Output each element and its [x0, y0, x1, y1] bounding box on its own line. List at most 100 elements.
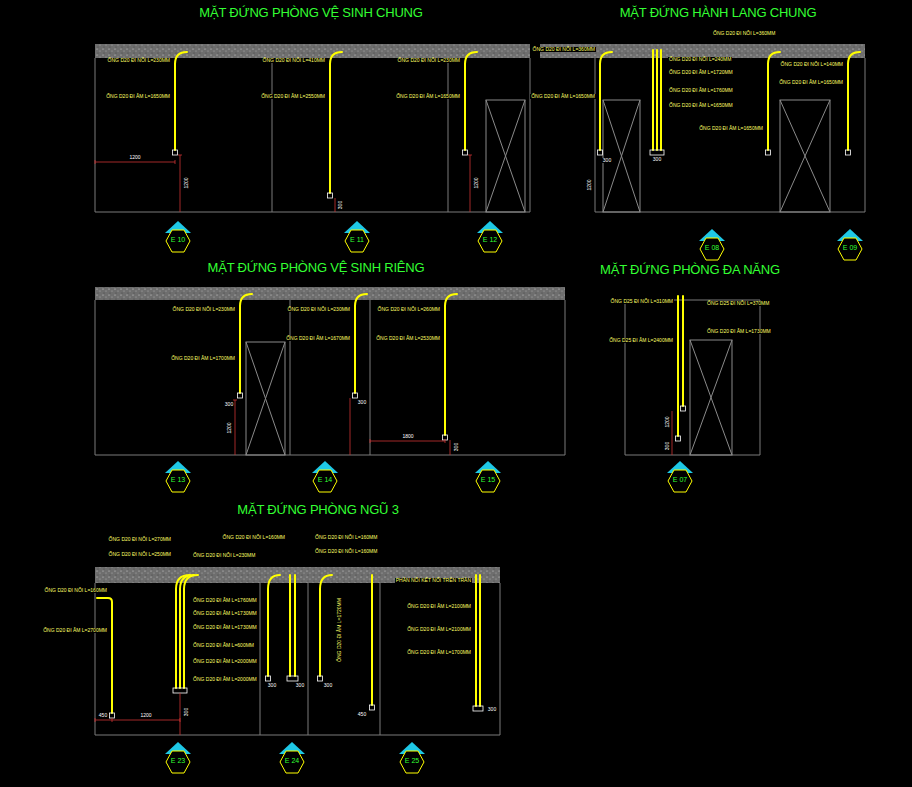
drawing-stroke [335, 198, 336, 212]
dimension-text: 450 [357, 712, 367, 717]
view-title: MẶT ĐỨNG PHÒNG NGŨ 3 [236, 503, 399, 516]
drawing-stroke [240, 294, 252, 393]
drawing-stroke [95, 583, 500, 735]
conduit-note: ỐNG D25 ĐI NỔI L=310MM [610, 299, 674, 304]
drawing-stroke [603, 100, 640, 212]
view-title: MẶT ĐỨNG HÀNH LANG CHUNG [619, 6, 818, 19]
dimension-text: 1800 [401, 434, 414, 439]
conduit-note: ỐNG D20 ĐI ÂM L=1720MM [668, 70, 734, 75]
conduit-note: ỐNG D20 ĐI NỔI L=230MM [172, 307, 236, 312]
conduit-note: ỐNG D20 ĐI ÂM L=1650MM [530, 94, 596, 99]
drawing-stroke [603, 100, 640, 212]
conduit-note: ỐNG D20 ĐI ÂM L=1650MM [778, 80, 844, 85]
callout-hexagon [700, 238, 724, 260]
conduit-note: ỐNG D25 ĐI NỔI L=370MM [706, 301, 770, 306]
callout-hexagon [166, 470, 190, 492]
callout-number: E 23 [165, 757, 191, 764]
drawing-stroke [486, 100, 525, 212]
drawing-stroke [173, 688, 187, 693]
conduit-note: ỐNG D20 ĐI ÂM L=1700MM [406, 650, 472, 655]
drawing-stroke [173, 150, 178, 155]
conduit-note: ỐNG D20 ĐI NỔI L=240MM [668, 57, 732, 62]
dimension-text: 450 [98, 713, 108, 718]
callout-hexagon [280, 751, 304, 773]
conduit-line [97, 50, 860, 713]
conduit-note: ỐNG D20 ĐI ÂM L=2700MM [42, 628, 108, 633]
drawing-stroke [598, 150, 603, 155]
dimension-text: 1200 [128, 155, 141, 160]
callout-number: E 08 [699, 244, 725, 251]
drawing-stroke [290, 300, 370, 455]
conduit-note: ỐNG D20 ĐI ÂM L=1760MM [192, 598, 258, 603]
conduit-note: ỐNG D20 ĐI NỔI L=160MM [222, 535, 286, 540]
section-callout: E 11 [344, 221, 370, 253]
section-callout: E 10 [165, 221, 191, 253]
dimension-text: 300 [487, 707, 497, 712]
drawing-stroke [766, 150, 771, 155]
drawing-stroke [846, 150, 851, 155]
drawing-stroke [463, 150, 468, 155]
callout-number: E 12 [477, 236, 503, 243]
dimension-text: 300 [295, 683, 305, 688]
callout-number: E 07 [667, 476, 693, 483]
conduit-note: ỐNG D20 ĐI ÂM L=2000MM [192, 677, 258, 682]
conduit-note: ỐNG D20 ĐI NỔI L=230MM [192, 553, 256, 558]
door-symbol [246, 100, 830, 455]
drawing-stroke [450, 440, 451, 455]
dimension-text: 300 [184, 707, 189, 717]
drawing-stroke [625, 300, 760, 455]
wall-outline [95, 58, 865, 735]
drawing-stroke [95, 718, 180, 722]
callout-hexagon [345, 230, 369, 252]
drawing-stroke [320, 575, 332, 676]
callout-number: E 13 [165, 476, 191, 483]
callout-hexagon [668, 470, 692, 492]
conduit-note: ỐNG D20 ĐI ÂM L=2000MM [192, 659, 258, 664]
ceiling-slab [95, 44, 865, 583]
callout-hexagon [400, 751, 424, 773]
section-callout: E 24 [279, 742, 305, 774]
drawing-stroke [690, 340, 732, 455]
callout-hexagon [476, 470, 500, 492]
drawing-stroke [473, 706, 483, 711]
drawing-stroke [318, 676, 323, 681]
callout-number: E 24 [279, 757, 305, 764]
conduit-note: ỐNG D20 ĐI NỔI L=230MM [107, 58, 171, 63]
drawing-stroke [476, 575, 480, 706]
conduit-note: ỐNG D20 ĐI ÂM L=1730MM [192, 625, 258, 630]
drawing-stroke [238, 393, 243, 398]
section-callout: E 25 [399, 742, 425, 774]
drawing-stroke [768, 52, 780, 150]
drawing-stroke [95, 300, 565, 455]
conduit-note: ỐNG D20 ĐI ÂM L=1700MM [170, 356, 236, 361]
drawing-stroke [676, 436, 681, 441]
drawing-stroke [465, 52, 477, 150]
drawing-stroke [290, 575, 295, 676]
drawing-stroke [653, 50, 661, 150]
conduit-note: PHẦN NỐI KẾT NỐI TRÊN TRẦN [395, 578, 472, 583]
callout-hexagon [166, 751, 190, 773]
conduit-note: ỐNG D20 ĐI ÂM L=1760MM [668, 88, 734, 93]
section-callout: E 08 [699, 229, 725, 261]
drawing-stroke [445, 294, 457, 435]
dimension-text: 1200 [139, 713, 152, 718]
section-callout: E 14 [312, 461, 338, 493]
view-title: MẶT ĐỨNG PHÒNG VỆ SINH CHUNG [198, 6, 423, 19]
callout-number: E 11 [344, 236, 370, 243]
conduit-note: ỐNG D20 ĐI NỔI L=250MM [108, 552, 172, 557]
section-callout: E 09 [837, 229, 863, 261]
drawing-stroke [371, 575, 373, 705]
conduit-note: ỐNG D20 ĐI ÂM L=1650MM [668, 103, 734, 108]
conduit-note: ỐNG D20 ĐI ÂM L=1730MM [706, 329, 772, 334]
callout-hexagon [313, 470, 337, 492]
conduit-note: ỐNG D20 ĐI NỔI L=260MM [377, 307, 441, 312]
drawing-stroke [350, 398, 351, 455]
drawing-stroke [184, 575, 198, 688]
conduit-note: ỐNG D20 ĐI NỔI L=360MM [532, 47, 596, 52]
section-callout: E 13 [165, 461, 191, 493]
conduit-note: ỐNG D20 ĐI NỔI L=230MM [287, 307, 351, 312]
drawing-stroke [180, 575, 194, 688]
conduit-note: ỐNG D20 ĐI ÂM L=2100MM [406, 604, 472, 609]
drawing-stroke [246, 342, 285, 455]
conduit-note: ỐNG D20 ĐI ÂM L=1720MM [337, 597, 342, 663]
